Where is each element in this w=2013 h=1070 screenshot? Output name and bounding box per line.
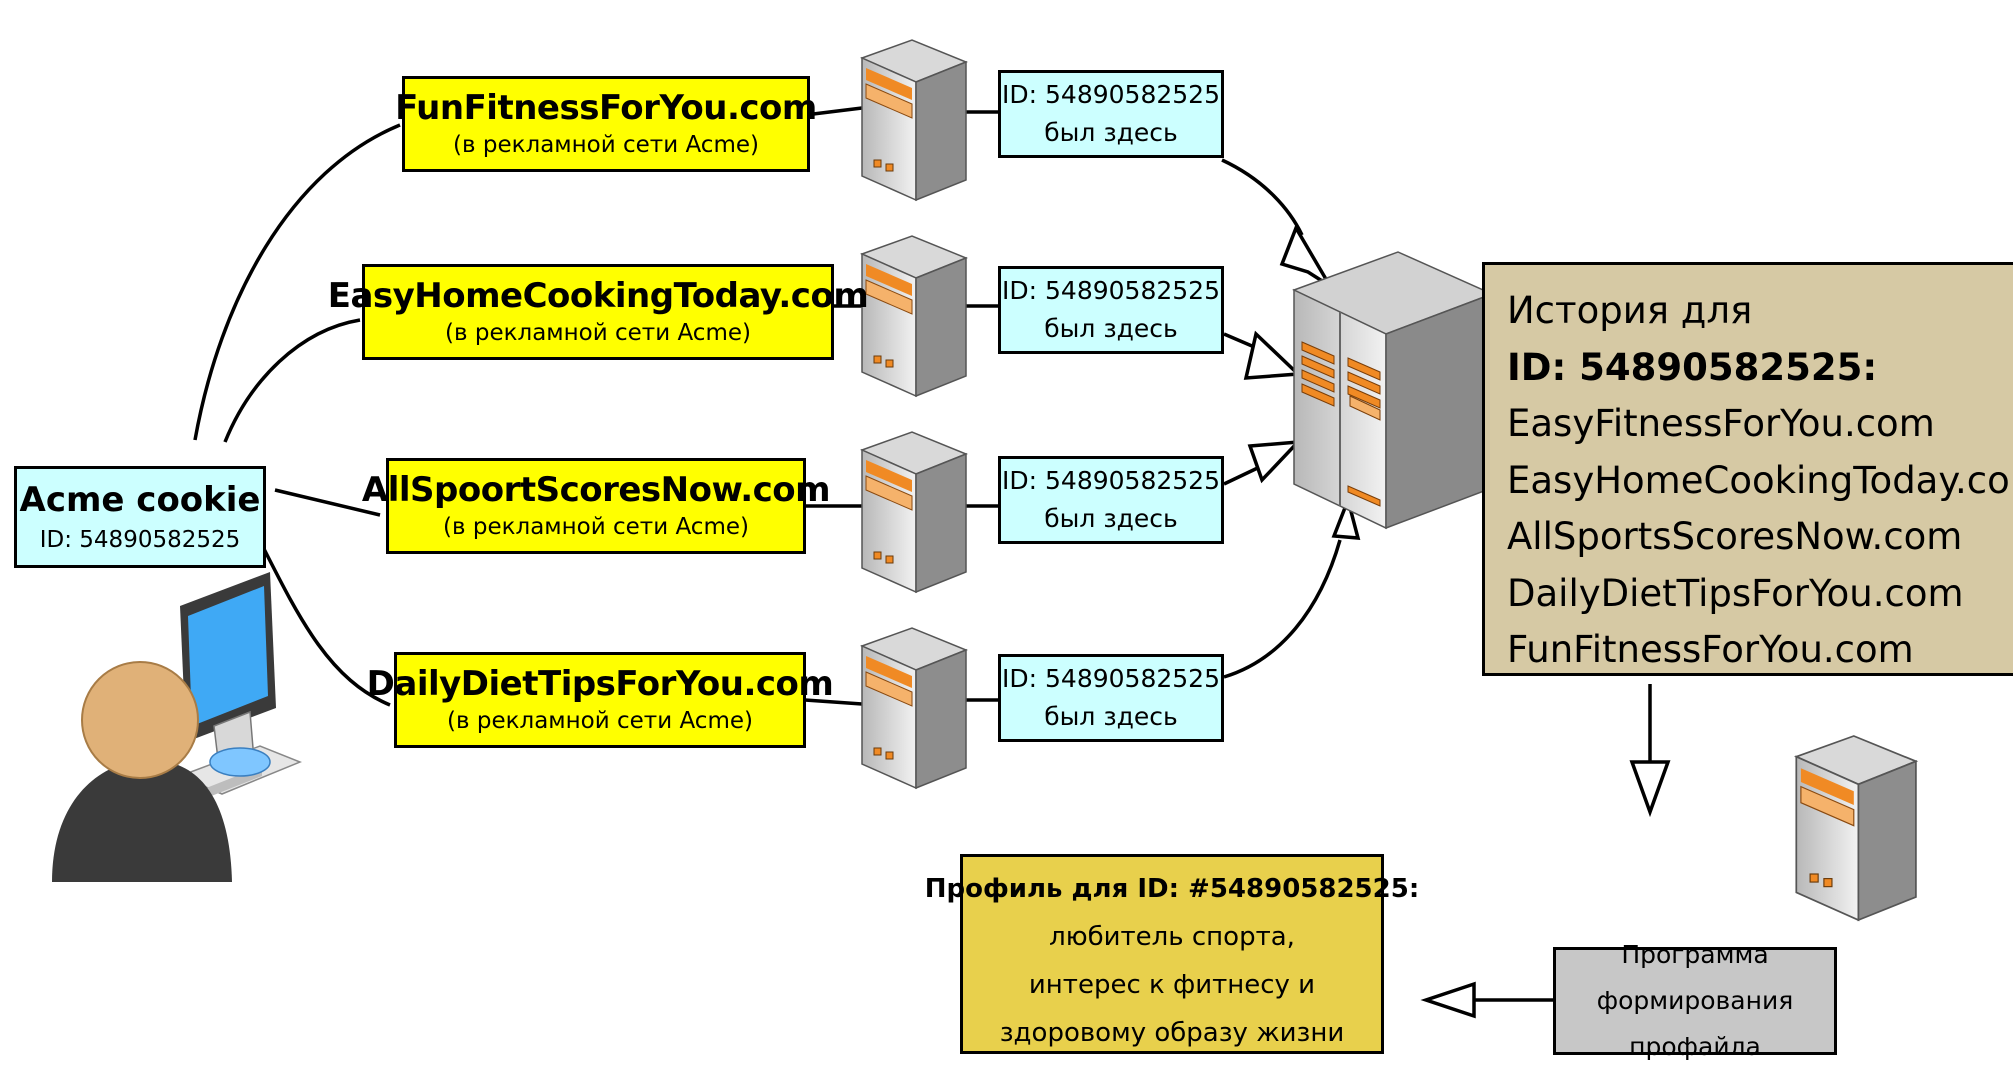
site-box: AllSpoortScoresNow.com (в рекламной сети… (362, 458, 831, 554)
site-network: (в рекламной сети Acme) (447, 708, 753, 734)
visit-note: был здесь (1044, 314, 1178, 343)
server-tower-icon (1793, 735, 1919, 922)
history-site: EasyHomeCookingToday.com (1507, 458, 2013, 502)
site-box: EasyHomeCookingToday.com (в рекламной се… (328, 264, 869, 360)
site-name: FunFitnessForYou.com (395, 88, 817, 128)
visit-note: был здесь (1044, 504, 1178, 533)
cookie-title: Acme cookie (19, 480, 261, 520)
site-box: DailyDietTipsForYou.com (в рекламной сет… (367, 652, 834, 748)
program-line: профайла (1629, 1032, 1761, 1061)
cookie-box: Acme cookie ID: 54890582525 (14, 466, 266, 568)
central-server-icon (1292, 251, 1494, 530)
arrowhead-3 (1247, 439, 1303, 484)
server-tower-icon (861, 235, 967, 397)
profile-program-box: Программа формирования профайла (1553, 940, 1837, 1061)
profile-title: Профиль для ID: #54890582525: (924, 874, 1420, 904)
visit-id-box: ID: 54890582525 был здесь (998, 654, 1224, 742)
visit-id-box: ID: 54890582525 был здесь (998, 456, 1224, 544)
link-cookie-site3 (274, 488, 381, 517)
visit-id-box: ID: 54890582525 был здесь (998, 266, 1224, 354)
program-line: Программа формирования (1596, 940, 1794, 1015)
arrowhead-5 (1629, 760, 1671, 818)
site-name: AllSpoortScoresNow.com (361, 470, 831, 510)
arrowhead-2 (1243, 330, 1303, 380)
profile-box: Профиль для ID: #54890582525: любитель с… (925, 854, 1419, 1054)
link-cookie-site2 (223, 318, 361, 443)
site-network: (в рекламной сети Acme) (445, 320, 751, 346)
server-tower-icon (861, 431, 967, 593)
link-cookie-site1 (193, 123, 401, 441)
history-site: FunFitnessForYou.com (1507, 628, 1914, 671)
history-site: DailyDietTipsForYou.com (1507, 571, 1964, 615)
user-at-computer-icon (52, 572, 302, 882)
cookie-id: ID: 54890582525 (39, 527, 241, 553)
visit-note: был здесь (1044, 118, 1178, 147)
visit-id-box: ID: 54890582525 был здесь (998, 70, 1224, 158)
visit-id: ID: 54890582525 (1002, 276, 1220, 305)
site-network: (в рекламной сети Acme) (453, 132, 759, 158)
arrowhead-1 (1279, 223, 1332, 288)
visit-id: ID: 54890582525 (1002, 80, 1220, 109)
server-tower-icon (861, 627, 967, 789)
history-box: История для ID: 54890582525: EasyFitness… (1482, 262, 2013, 676)
visit-id: ID: 54890582525 (1002, 466, 1220, 495)
site-name: EasyHomeCookingToday.com (327, 276, 869, 316)
visit-note: был здесь (1044, 702, 1178, 731)
profile-line: любитель спорта, (1049, 922, 1295, 952)
visit-id: ID: 54890582525 (1002, 664, 1220, 693)
arrowhead-6 (1420, 981, 1476, 1019)
arrowhead-4 (1331, 494, 1361, 540)
history-heading: История для (1507, 289, 1753, 332)
history-site: AllSportsScoresNow.com (1507, 515, 1963, 558)
link-cookie-site4 (260, 544, 391, 707)
server-tower-icon (859, 39, 969, 202)
history-id: ID: 54890582525: (1507, 345, 1878, 389)
history-site: EasyFitnessForYou.com (1507, 402, 1935, 445)
site-name: DailyDietTipsForYou.com (366, 664, 834, 704)
profile-line: здоровому образу жизни (999, 1018, 1345, 1048)
site-network: (в рекламной сети Acme) (443, 514, 749, 540)
site-box: FunFitnessForYou.com (в рекламной сети A… (395, 76, 817, 172)
profile-line: интерес к фитнесу и (1028, 970, 1316, 1000)
